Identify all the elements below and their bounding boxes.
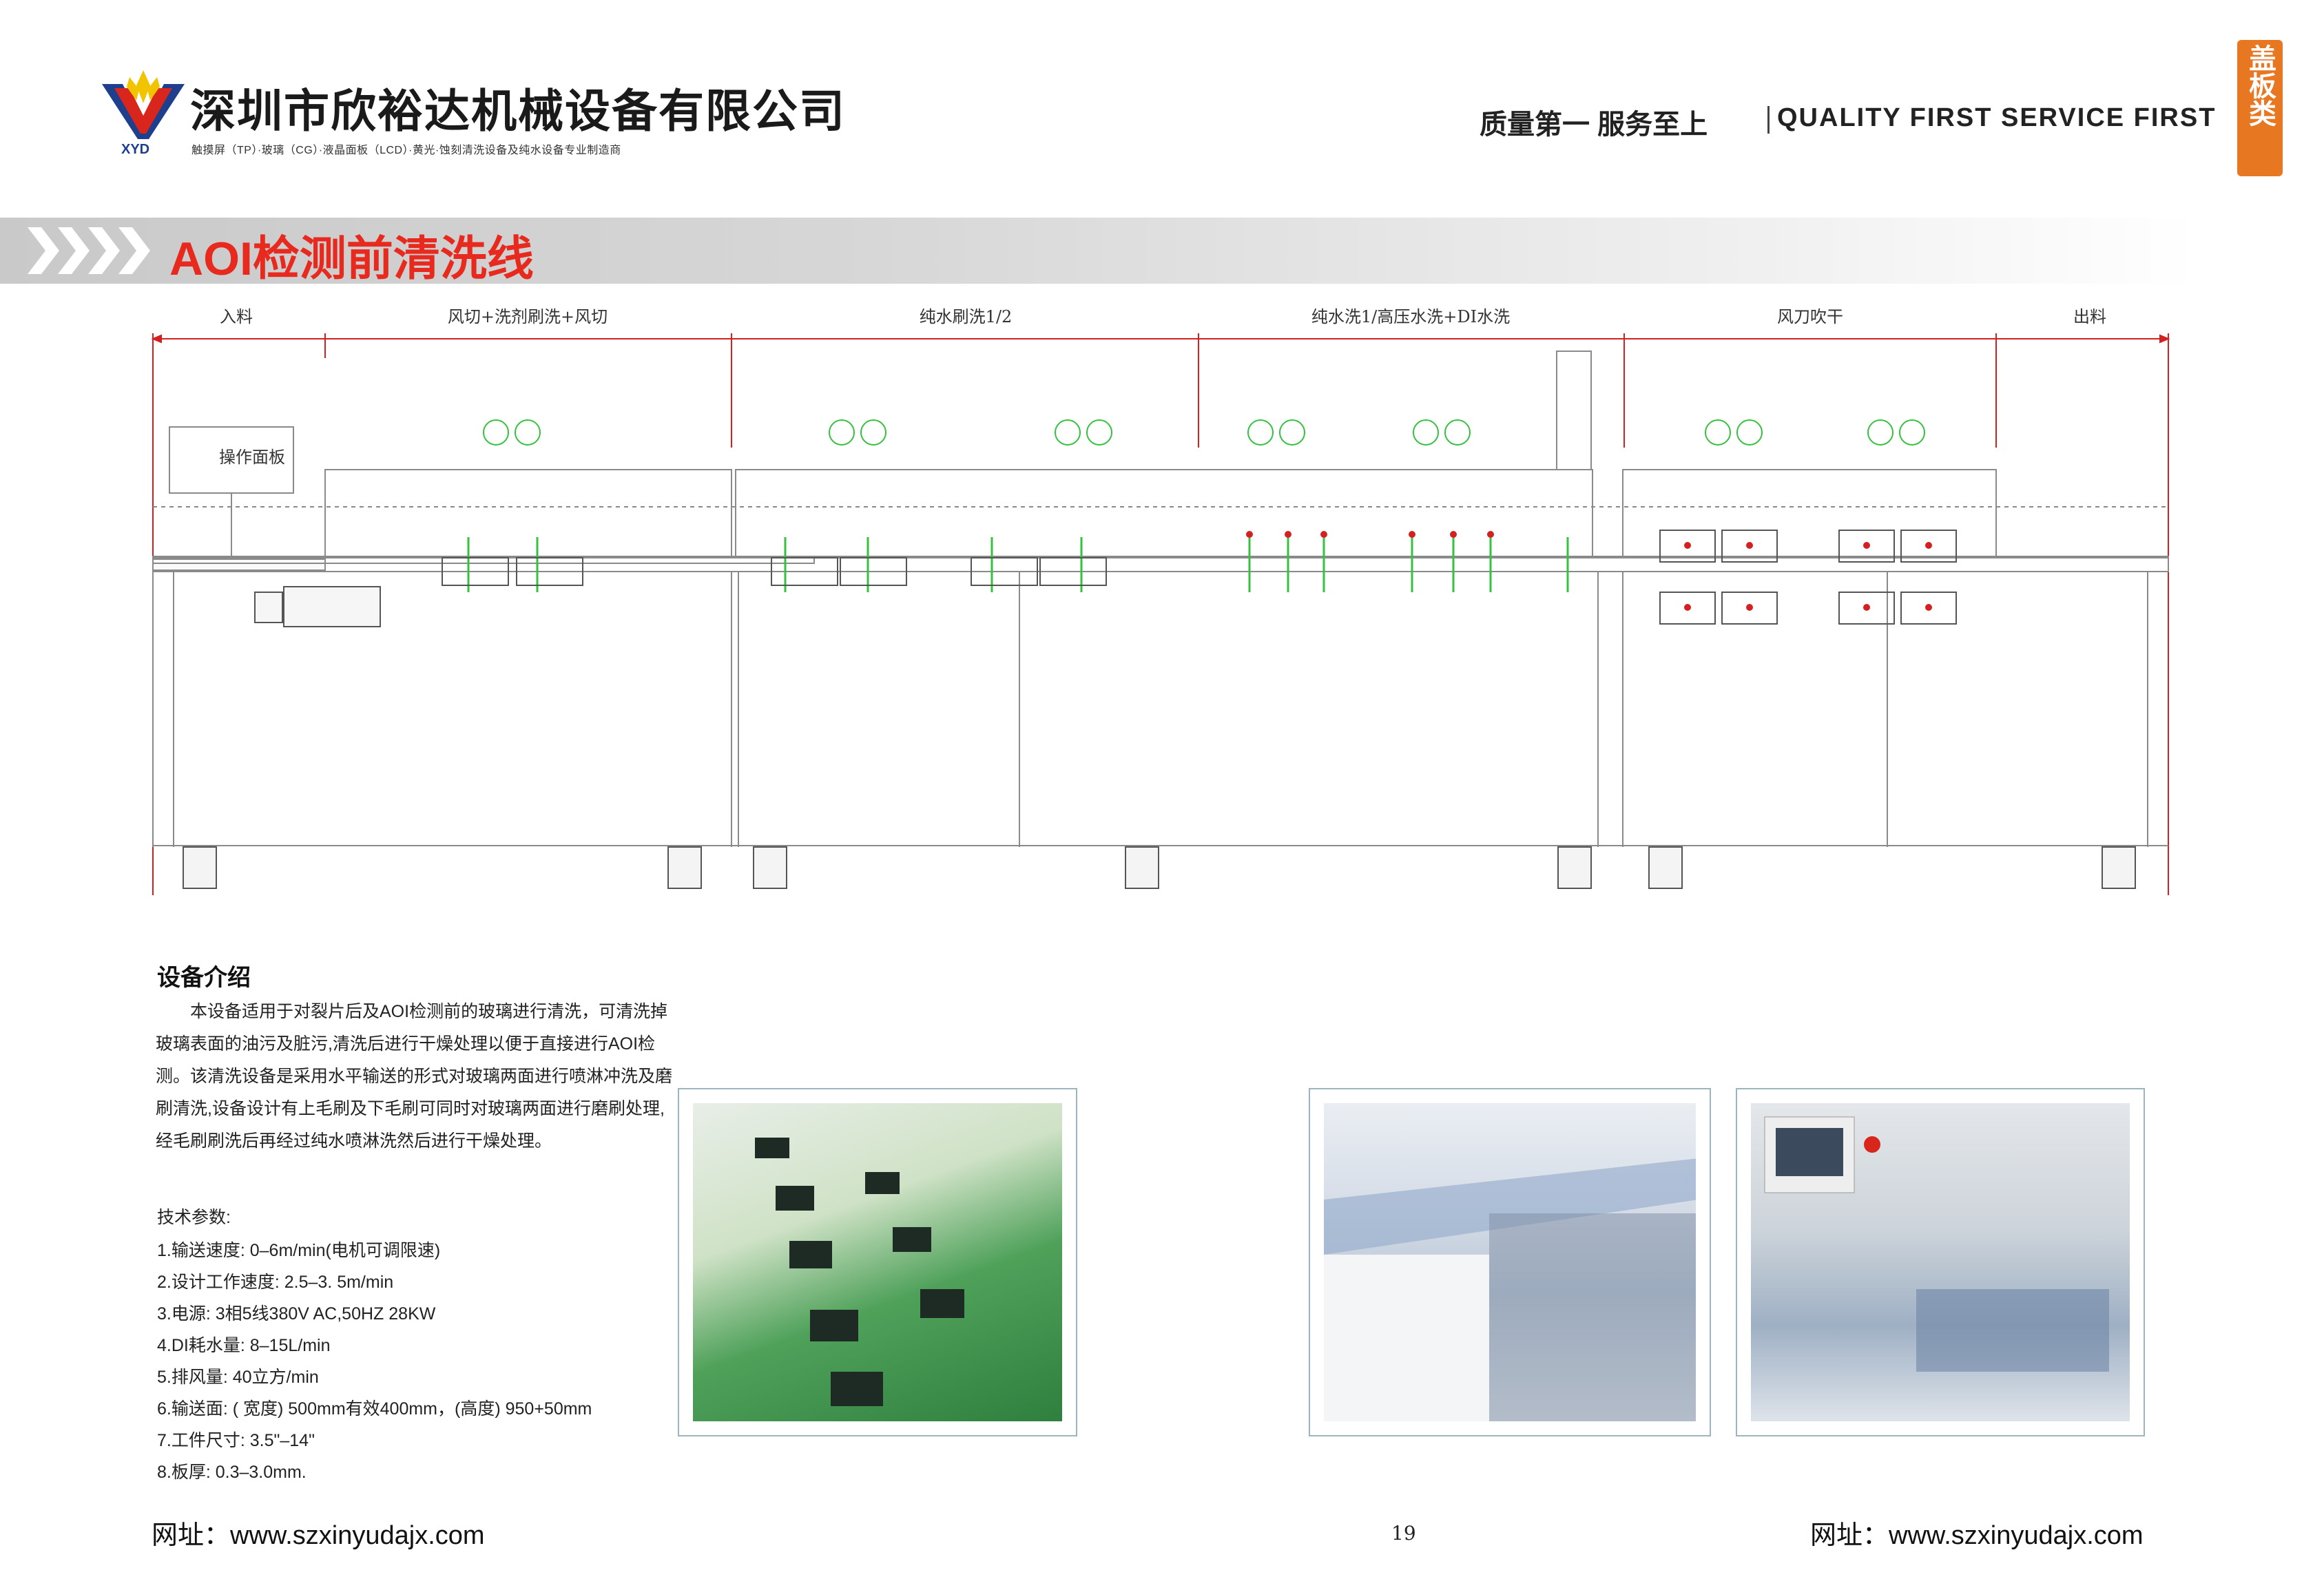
section-label-infeed: 入料 [220,307,253,326]
intro-paragraph: 本设备适用于对裂片后及AOI检测前的玻璃进行清洗，可清洗掉玻璃表面的油污及脏污,… [156,1002,673,1151]
conveyor-glass-icon [755,1138,964,1406]
machine-drawing [151,333,2170,895]
page-number: 19 [1391,1522,1416,1545]
website-link-left[interactable]: 网址：www.szxinyudajx.com [152,1521,485,1550]
chevron-arrows-icon [28,227,150,274]
page-title: AOI检测前清洗线 [169,233,534,285]
section-label-outfeed: 出料 [2073,307,2106,326]
company-name: 深圳市欣裕达机械设备有限公司 [190,85,846,136]
section-label-pure-water-brush: 纯水刷洗1/2 [919,307,1013,326]
control-panel-label: 操作面板 [219,448,285,467]
spec-item: 4.DI耗水量: 8–15L/min [157,1336,331,1355]
section-label-high-pressure-di: 纯水洗1/高压水洗+DI水洗 [1311,307,1511,326]
slogan-divider [1767,106,1770,134]
spec-item: 5.排风量: 40立方/min [157,1368,319,1387]
machine-side-icon [1324,1158,1696,1421]
section-label-air-knife: 风刀吹干 [1777,307,1843,326]
intro-heading: 设备介绍 [157,965,251,991]
spec-item: 6.输送面: ( 宽度) 500mm有效400mm，(高度) 950+50mm [157,1399,592,1419]
spec-item: 2.设计工作速度: 2.5–3. 5m/min [157,1273,394,1292]
photo-machine-infeed [1736,1088,2145,1436]
slogan-chinese: 质量第一 服务至上 [1480,109,1708,140]
specs-heading: 技术参数: [157,1208,231,1227]
website-link-right[interactable]: 网址：www.szxinyudajx.com [1810,1521,2144,1550]
company-subtitle: 触摸屏（TP）·玻璃（CG）·液晶面板（LCD）·黄光·蚀刻清洗设备及纯水设备专… [191,145,621,156]
photo-machine-side [1309,1088,1711,1436]
slogan-english: QUALITY FIRST SERVICE FIRST [1777,103,2217,132]
machine-infeed-icon [1764,1116,2109,1372]
photo-conveyor [678,1088,1077,1436]
spec-item: 3.电源: 3相5线380V AC,50HZ 28KW [157,1304,436,1324]
spec-item: 1.输送速度: 0–6m/min(电机可调限速) [157,1241,441,1260]
logo-text: XYD [121,142,150,157]
section-label-detergent-brush: 风切+洗剂刷洗+风切 [447,307,608,326]
category-tab[interactable]: 盖板类 [2237,40,2283,176]
category-tab-label: 盖板类 [2245,44,2275,127]
title-band [0,218,2197,284]
spec-item: 7.工件尺寸: 3.5"–14" [157,1431,315,1450]
spec-item: 8.板厚: 0.3–3.0mm. [157,1463,307,1482]
company-logo [102,70,185,139]
machine-diagram: 入料 风切+洗剂刷洗+风切 纯水刷洗1/2 纯水洗1/高压水洗+DI水洗 风刀吹… [145,303,2177,909]
